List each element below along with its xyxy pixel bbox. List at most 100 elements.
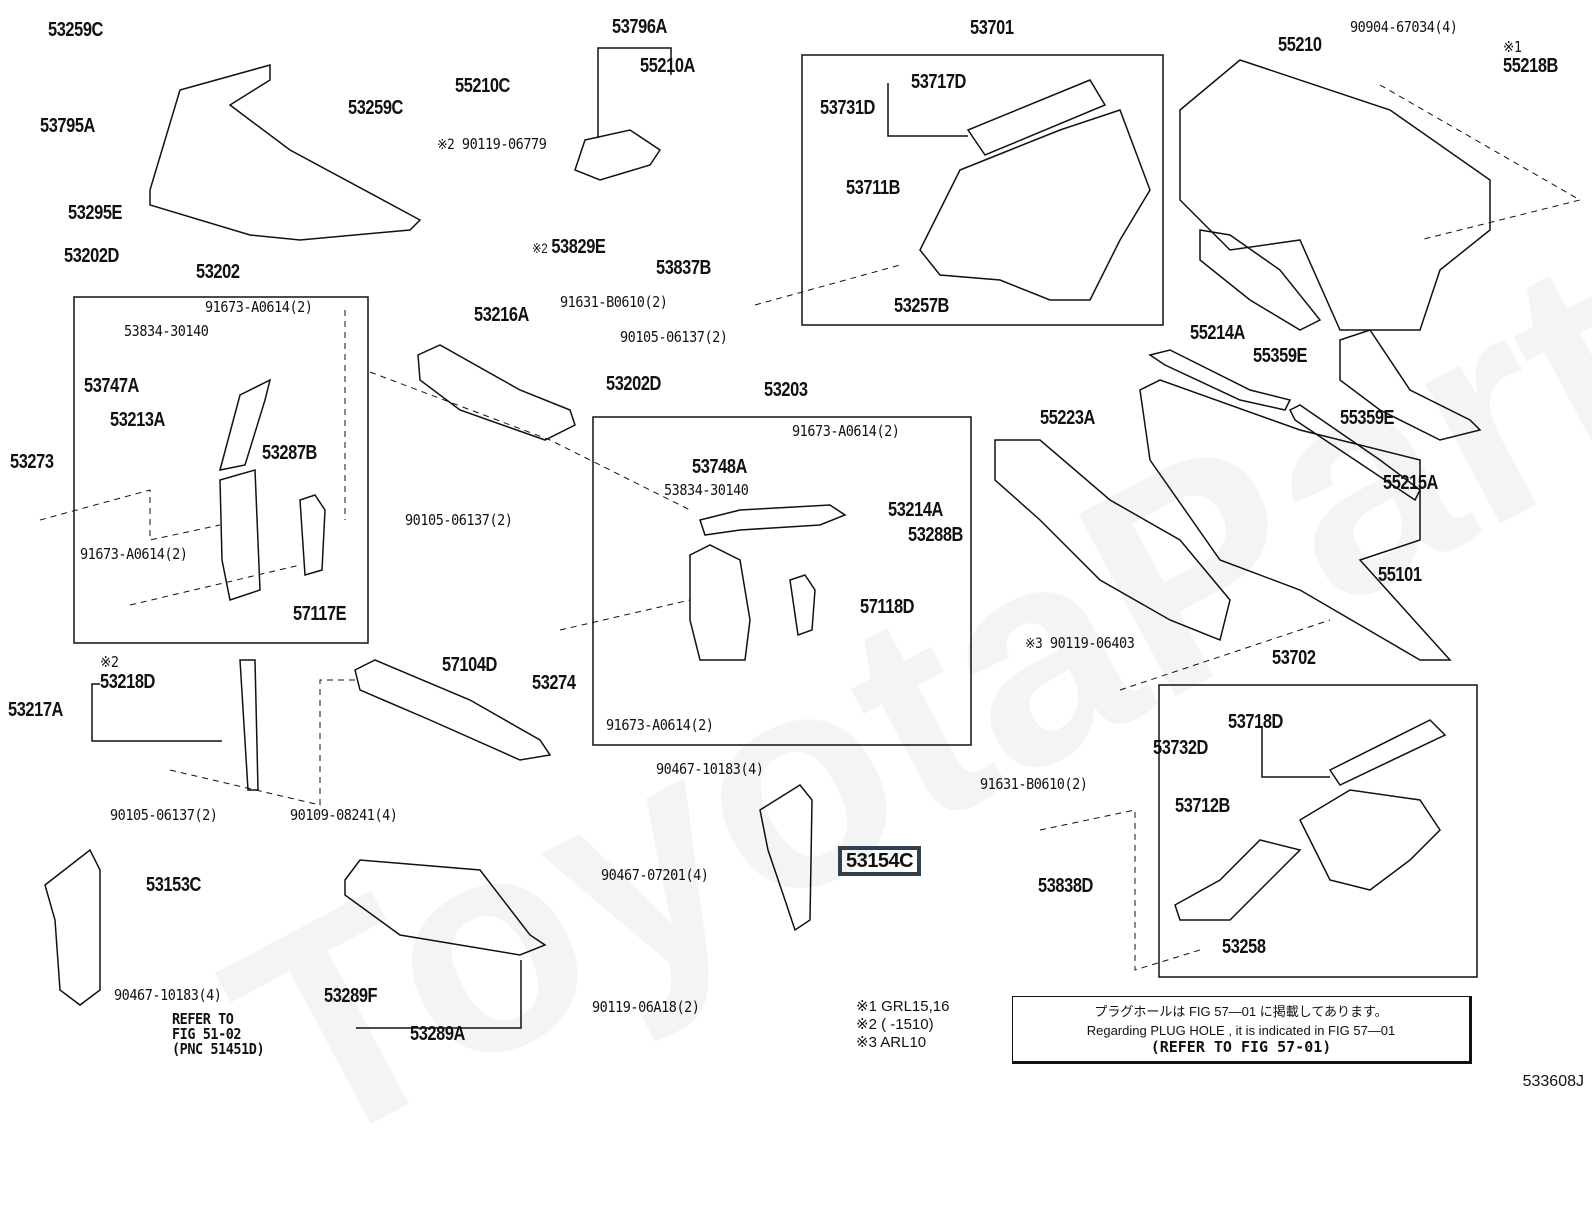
part-label[interactable]: 57104D [442, 654, 497, 676]
part-label[interactable]: 53712B [1175, 795, 1230, 817]
part-label[interactable]: 55210C [455, 75, 510, 97]
part-label[interactable]: 53287B [262, 442, 317, 464]
plug-note-en: Regarding PLUG HOLE , it is indicated in… [1086, 1023, 1396, 1038]
plug-note-ref[interactable]: (REFER TO FIG 57-01) [1150, 1038, 1332, 1056]
group-label[interactable]: 53702 [1272, 647, 1316, 669]
part-label[interactable]: 90904-67034(4) [1350, 18, 1458, 36]
group-label[interactable]: 53203 [764, 379, 808, 401]
group-label[interactable]: 53217A [8, 699, 63, 721]
part-label[interactable]: 53288B [908, 524, 963, 546]
part-label[interactable]: 55214A [1190, 322, 1245, 344]
part-label[interactable]: 53717D [911, 71, 966, 93]
part-shape-53153C [44, 848, 101, 1006]
group-label[interactable]: 53701 [970, 17, 1014, 39]
part-label[interactable]: 53216A [474, 304, 529, 326]
part-shape-53214A [699, 504, 847, 536]
part-label[interactable]: 91631-B0610(2) [560, 293, 668, 311]
dashed-leader [169, 679, 360, 806]
part-shape-55359E-1 [1148, 349, 1292, 411]
dashed-leader [1379, 84, 1582, 241]
part-shape-55101 [1139, 379, 1452, 661]
part-label[interactable]: 55218B [1503, 55, 1558, 77]
part-label[interactable]: 53218D [100, 671, 155, 693]
part-label[interactable]: 90119-06A18(2) [592, 998, 700, 1016]
figure-id: 533608J [1522, 1073, 1584, 1090]
part-label[interactable]: 55359E [1340, 407, 1395, 429]
part-label[interactable]: 53213A [110, 409, 165, 431]
part-label[interactable]: 53258 [1222, 936, 1266, 958]
part-shape-57117E [299, 494, 326, 576]
part-label[interactable]: 53837B [656, 257, 711, 279]
part-shape-53732D [1328, 719, 1447, 786]
part-shape-53216A [417, 344, 576, 441]
part-label[interactable]: 91673-A0614(2) [80, 545, 188, 563]
part-label[interactable]: 55359E [1253, 345, 1308, 367]
part-label[interactable]: 91673-A0614(2) [792, 422, 900, 440]
part-label[interactable]: 55210A [640, 55, 695, 77]
bracket-53289A [356, 960, 522, 1029]
part-label[interactable]: 57118D [860, 596, 915, 618]
part-label[interactable]: 53257B [894, 295, 949, 317]
part-label[interactable]: 53153C [146, 874, 201, 896]
part-label[interactable]: ※3 90119-06403 [1025, 636, 1135, 652]
part-label[interactable]: 53795A [40, 115, 95, 137]
part-label[interactable]: 91631-B0610(2) [980, 775, 1088, 793]
part-label[interactable]: 53748A [692, 456, 747, 478]
group-label[interactable]: 53202 [196, 261, 240, 283]
group-label[interactable]: 53289A [410, 1023, 465, 1045]
part-label[interactable]: 55101 [1378, 564, 1422, 586]
part-shape-53289A [344, 859, 547, 956]
part-label[interactable]: 53732D [1153, 737, 1208, 759]
part-shape-53796A [574, 129, 662, 181]
part-label[interactable]: 55223A [1040, 407, 1095, 429]
part-label[interactable]: 53202D [606, 373, 661, 395]
bracket-53218D [91, 683, 100, 712]
part-label[interactable]: 57117E [293, 603, 347, 625]
part-label[interactable]: 90109-08241(4) [290, 806, 398, 824]
part-label[interactable]: 90467-07201(4) [601, 866, 709, 884]
part-label[interactable]: 53295E [68, 202, 123, 224]
part-label[interactable]: 55210 [1278, 34, 1322, 56]
part-label[interactable]: 53718D [1228, 711, 1283, 733]
part-label[interactable]: 90467-10183(4) [656, 760, 764, 778]
part-label[interactable]: 53274 [532, 672, 576, 694]
part-label[interactable]: 90105-06137(2) [110, 806, 218, 824]
part-label[interactable]: 90105-06137(2) [405, 511, 513, 529]
part-shape-55215A [1339, 329, 1482, 441]
part-shape-53711B [919, 109, 1151, 301]
refer-note[interactable]: REFER TO FIG 51-02 (PNC 51451D) [172, 1012, 265, 1057]
footnote-mark: ※2 [532, 240, 548, 256]
part-label[interactable]: 53711B [846, 177, 901, 199]
part-label[interactable]: 53838D [1038, 875, 1093, 897]
part-label[interactable]: 53731D [820, 97, 875, 119]
group-label[interactable]: 53796A [612, 16, 667, 38]
part-label[interactable]: ※2 53829E [532, 237, 606, 257]
part-label[interactable]: ※2 90119-06779 [437, 137, 547, 153]
part-label[interactable]: 53259C [348, 97, 403, 119]
part-shape-55223A [994, 439, 1231, 642]
part-label[interactable]: 53214A [888, 499, 943, 521]
highlighted-part-label[interactable]: 53154C [838, 846, 922, 876]
part-label[interactable]: 91673-A0614(2) [606, 716, 714, 734]
part-label[interactable]: 90467-10183(4) [114, 986, 222, 1004]
part-label[interactable]: 53289F [324, 985, 378, 1007]
plug-note-jp: プラグホールは FIG 57—01 に掲載してあります。 [1094, 1004, 1388, 1019]
group-box-53203 [592, 416, 972, 746]
part-shape-57118D [789, 574, 816, 637]
part-label[interactable]: 53834-30140 [664, 481, 749, 499]
part-shape-panel-53203 [689, 544, 751, 661]
footnote-2: ※2 ( -1510) [856, 1016, 934, 1033]
bracket-53731D [887, 83, 968, 137]
part-label[interactable]: 90105-06137(2) [620, 328, 728, 346]
part-shape-53731D [966, 79, 1107, 156]
part-label[interactable]: 55215A [1383, 472, 1438, 494]
part-label[interactable]: 53202D [64, 245, 119, 267]
dashed-leader [129, 564, 301, 606]
bracket-53217A [91, 712, 222, 742]
dashed-leader [754, 264, 901, 306]
part-label[interactable]: 53273 [10, 451, 54, 473]
part-label[interactable]: 53259C [48, 19, 103, 41]
part-label[interactable]: 53747A [84, 375, 139, 397]
part-label[interactable]: 53834-30140 [124, 322, 209, 340]
part-label[interactable]: 91673-A0614(2) [205, 298, 313, 316]
